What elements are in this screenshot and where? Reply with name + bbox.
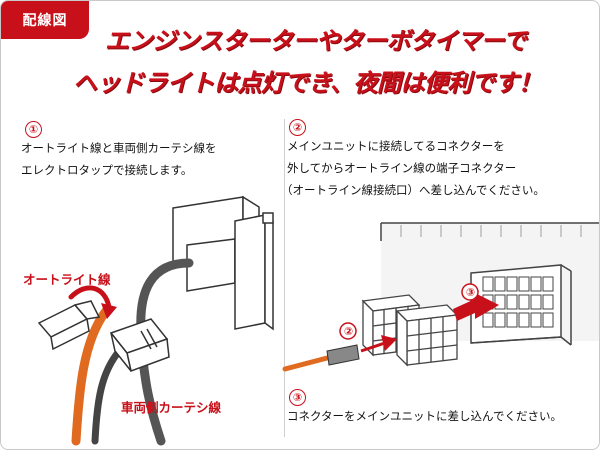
orange-wire <box>71 306 111 446</box>
step-2-arrowhead <box>381 335 397 351</box>
electro-tap-open <box>37 300 101 351</box>
marker-2: ② <box>343 325 354 338</box>
headline-line-1: エンジンスターターやターボタイマーで <box>105 27 527 55</box>
step-2-line-2: 外してからオートライン線の端子コネクター <box>287 161 517 175</box>
step-2-number: ② <box>289 119 306 136</box>
marker-3: ③ <box>465 286 476 299</box>
black-wire <box>91 345 125 445</box>
electro-tap-closed <box>109 318 170 373</box>
socket-grid <box>482 276 554 328</box>
step-2-line-3: （オートライン線接続口）へ差し込んでください。 <box>281 183 545 197</box>
step-3-arrow <box>453 293 499 321</box>
switch-bracket <box>172 195 274 331</box>
connector-right <box>395 304 459 367</box>
terminal-wire <box>282 354 334 372</box>
step-3-text: コネクターをメインユニットに差し込んでください。 <box>287 409 562 423</box>
section-tag: 配線図 <box>1 1 89 39</box>
step-1-line-2: エレクトロタップで接続します。 <box>21 163 193 177</box>
step-1-arrowhead <box>101 303 117 319</box>
headline-line-2: ヘッドライトは点灯でき、夜間は便利です！ <box>73 69 542 97</box>
terminal-plug <box>326 344 360 366</box>
step-1-number: ① <box>25 121 42 138</box>
label-auto-light-wire: オートライト線 <box>23 272 111 287</box>
vertical-divider <box>284 119 285 437</box>
step-2-line-1: メインユニットに接続してるコネクターを <box>287 139 505 153</box>
step-2-arrow <box>360 341 386 353</box>
step-1-arrow <box>68 285 112 310</box>
label-courtesy-wire: 車両側カーテシ線 <box>121 400 222 415</box>
step-1-line-1: オートライト線と車両側カーテシ線を <box>21 141 217 155</box>
step-3-number: ③ <box>289 389 306 406</box>
